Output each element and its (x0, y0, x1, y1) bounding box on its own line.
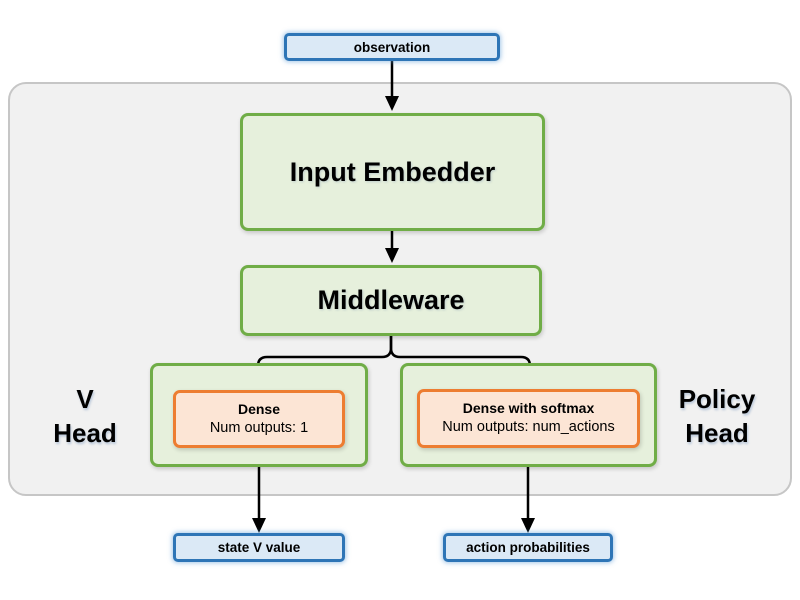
policy-head-label-line1: Policy (678, 384, 756, 414)
policy-head-label-line2: Head (685, 417, 749, 448)
middleware-node: Middleware (240, 265, 542, 336)
action-probabilities-node: action probabilities (443, 533, 613, 562)
state-v-value-node: state V value (173, 533, 345, 562)
policy-head-dense-subtitle: Num outputs: num_actions (442, 419, 615, 436)
middleware-label: Middleware (317, 285, 465, 315)
policy-head-dense-node: Dense with softmax Num outputs: num_acti… (417, 389, 640, 448)
v-head-label-line1: V (76, 384, 94, 414)
action-probabilities-label: action probabilities (466, 540, 590, 555)
v-head-label-line2: Head (53, 417, 117, 448)
v-head-dense-title: Dense (237, 400, 281, 417)
observation-node: observation (284, 33, 500, 61)
v-head-dense-subtitle: Num outputs: 1 (209, 419, 309, 436)
observation-label: observation (353, 39, 431, 55)
v-head-dense-node: Dense Num outputs: 1 (173, 390, 345, 448)
state-v-value-label: state V value (217, 540, 301, 555)
policy-head-label: Policy Head (658, 383, 776, 451)
input-embedder-node: Input Embedder (240, 113, 545, 231)
policy-head-dense-title: Dense with softmax (462, 400, 595, 417)
input-embedder-label: Input Embedder (289, 156, 496, 187)
v-head-label: V Head (30, 383, 140, 451)
